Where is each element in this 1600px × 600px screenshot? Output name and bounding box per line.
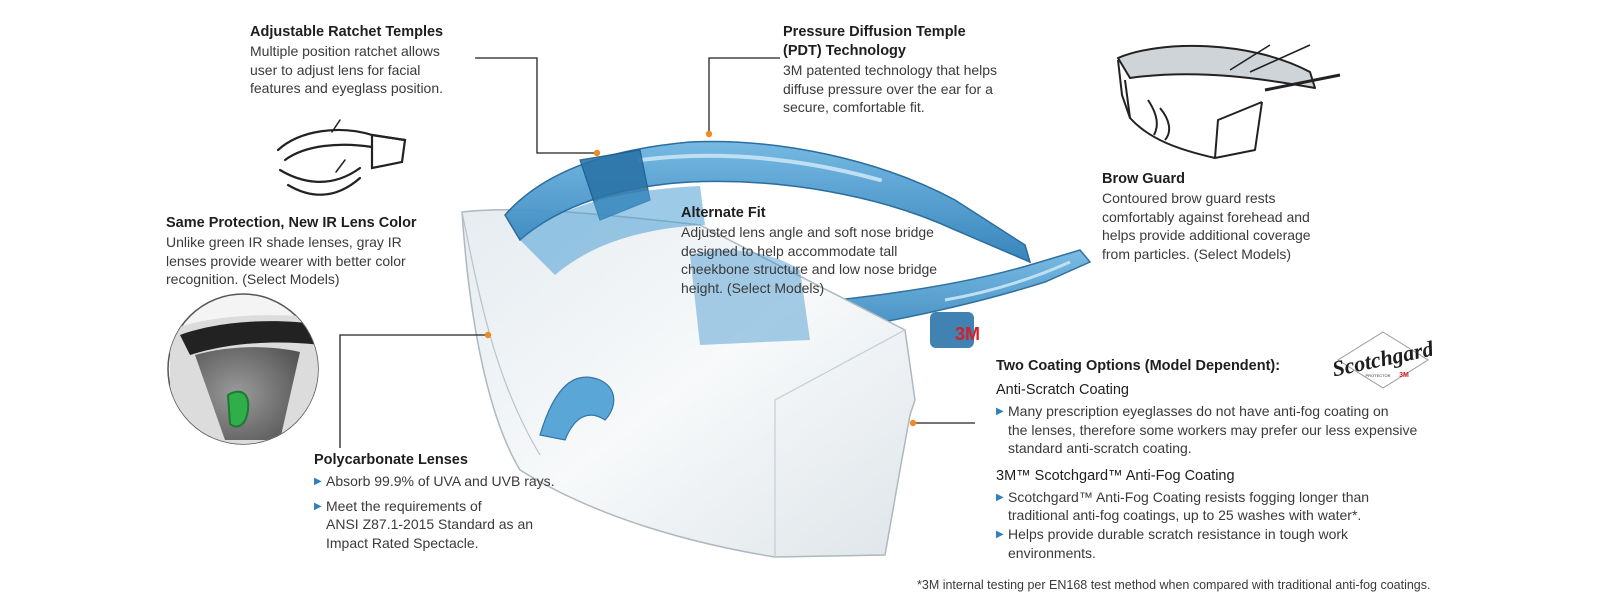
callout-title: Pressure Diffusion Temple bbox=[783, 24, 966, 40]
callout-pdt: Pressure Diffusion Temple (PDT) Technolo… bbox=[783, 23, 1053, 117]
scotchgard-logo: Scotchgard PROTECTOR 3M bbox=[1334, 331, 1432, 389]
right-temple-slot bbox=[944, 260, 1071, 302]
brow-guard-illustration bbox=[1117, 44, 1341, 159]
callout-title: Polycarbonate Lenses bbox=[314, 452, 468, 468]
logo-3m-text: 3M bbox=[1399, 372, 1409, 379]
logo-sub-text: PROTECTOR bbox=[1365, 373, 1390, 378]
ir-lens-detail bbox=[167, 293, 319, 445]
bullet-triangle-icon: ▶ bbox=[314, 476, 322, 487]
lens-edge bbox=[774, 329, 906, 557]
callout-line: height. (Select Models) bbox=[681, 279, 825, 296]
temple-hinge bbox=[930, 312, 974, 348]
callout-line: user to adjust lens for facial bbox=[250, 61, 421, 78]
callout-line: Unlike green IR shade lenses, gray IR bbox=[166, 234, 402, 250]
callout-line: helps provide additional coverage bbox=[1102, 227, 1311, 244]
temple-3m-mark: 3M bbox=[955, 324, 980, 344]
callout-title: Brow Guard bbox=[1102, 171, 1185, 187]
leader-lines bbox=[339, 57, 975, 448]
callout-line: 3M patented technology that helps bbox=[783, 62, 998, 78]
bullet-item: ▶Scotchgard™ Anti-Fog Coating resists fo… bbox=[996, 488, 1370, 524]
callout-title: Two Coating Options (Model Dependent): bbox=[996, 358, 1281, 374]
callout-line: recognition. (Select Models) bbox=[166, 271, 340, 288]
callout-line: comfortably against forehead and bbox=[1102, 208, 1310, 225]
callout-brow: Brow Guard Contoured brow guard rests co… bbox=[1102, 170, 1362, 263]
callout-line: Adjusted lens angle and soft nose bridge bbox=[681, 224, 934, 240]
leader-pdt bbox=[708, 57, 780, 133]
lower-frame bbox=[520, 186, 705, 275]
callout-line: Contoured brow guard rests bbox=[1102, 190, 1276, 206]
nose-pad bbox=[539, 376, 615, 441]
callout-line: lenses provide wearer with better color bbox=[166, 252, 406, 269]
callout-ratchet: Adjustable Ratchet Temples Multiple posi… bbox=[250, 23, 510, 98]
bullet-triangle-icon: ▶ bbox=[996, 528, 1004, 540]
bullet-item: ▶Helps provide durable scratch resistanc… bbox=[996, 525, 1349, 561]
callout-title: Same Protection, New IR Lens Color bbox=[166, 215, 417, 231]
brow-frame-slot bbox=[638, 153, 882, 182]
center-frame-piece bbox=[690, 250, 810, 345]
coating-subtitle: Anti-Scratch Coating bbox=[996, 382, 1129, 398]
ratchet-temple-illustration bbox=[276, 119, 407, 196]
callout-line: designed to help accommodate tall bbox=[681, 242, 898, 259]
leader-ratchet bbox=[475, 57, 597, 154]
leader-dot-coating bbox=[909, 419, 917, 427]
callout-coating: Two Coating Options (Model Dependent): A… bbox=[996, 357, 1446, 562]
callout-line: cheekbone structure and low nose bridge bbox=[681, 261, 938, 278]
leader-poly bbox=[339, 334, 488, 448]
bullet-item: ▶Absorb 99.9% of UVA and UVB rays. bbox=[314, 472, 594, 491]
callout-line: diffuse pressure over the ear for a bbox=[783, 80, 993, 97]
bullet-list: ▶Absorb 99.9% of UVA and UVB rays. ▶Meet… bbox=[314, 472, 594, 552]
bullet-triangle-icon: ▶ bbox=[314, 500, 322, 512]
coating-subtitle: 3M™ Scotchgard™ Anti-Fog Coating bbox=[996, 467, 1235, 484]
callout-ir: Same Protection, New IR Lens Color Unlik… bbox=[166, 214, 466, 289]
callout-poly: Polycarbonate Lenses ▶Absorb 99.9% of UV… bbox=[314, 451, 594, 558]
callout-line: from particles. (Select Models) bbox=[1102, 245, 1292, 262]
callout-title: Alternate Fit bbox=[681, 205, 766, 221]
bullet-list: ▶Many prescription eyeglasses do not hav… bbox=[996, 402, 1446, 458]
leader-dots bbox=[484, 130, 917, 427]
callout-line: Multiple position ratchet allows bbox=[250, 43, 440, 59]
callout-alternate: Alternate Fit Adjusted lens angle and so… bbox=[681, 204, 971, 297]
footnote: *3M internal testing per EN168 test meth… bbox=[917, 578, 1431, 592]
bullet-triangle-icon: ▶ bbox=[996, 491, 1004, 503]
leader-dot-ratchet bbox=[593, 149, 601, 157]
safety-glasses-main: 3M bbox=[461, 140, 1092, 558]
callout-title: Adjustable Ratchet Temples bbox=[250, 24, 444, 40]
leader-dot-poly bbox=[484, 331, 492, 339]
bullet-triangle-icon: ▶ bbox=[996, 406, 1004, 417]
bullet-list: ▶Scotchgard™ Anti-Fog Coating resists fo… bbox=[996, 488, 1446, 562]
leader-dot-pdt bbox=[705, 130, 713, 138]
callout-title: (PDT) Technology bbox=[783, 43, 906, 59]
callout-line: features and eyeglass position. bbox=[250, 80, 444, 97]
lens-side-shield bbox=[461, 211, 541, 456]
callout-line: secure, comfortable fit. bbox=[783, 99, 925, 116]
bullet-item: ▶Many prescription eyeglasses do not hav… bbox=[996, 403, 1418, 457]
